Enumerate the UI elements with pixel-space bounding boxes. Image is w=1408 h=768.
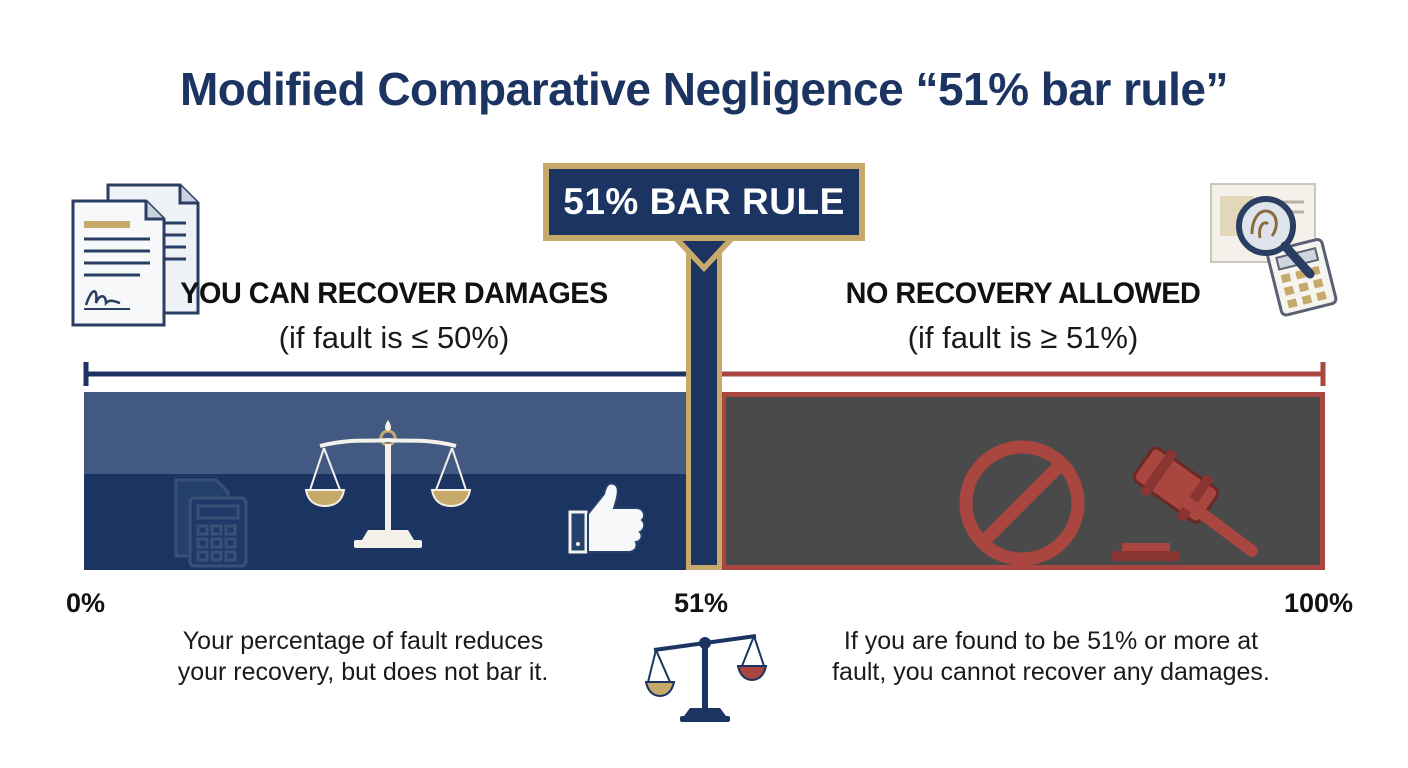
badge-pointer xyxy=(668,234,740,272)
tilted-scales-icon xyxy=(644,634,768,722)
right-condition: (if fault is ≥ 51%) xyxy=(907,320,1139,355)
left-note-line-1: Your percentage of fault reduces xyxy=(182,627,544,655)
prohibited-icon xyxy=(959,440,1085,566)
page-title: Modified Comparative Negligence “51% bar… xyxy=(179,63,1229,115)
right-note-line-1: If you are found to be 51% or more at xyxy=(843,627,1259,655)
thumbs-up-icon xyxy=(568,482,646,554)
scale-start-label: 0% xyxy=(66,588,106,618)
calculator-icon xyxy=(174,478,248,568)
left-note-line-2: your recovery, but does not bar it. xyxy=(177,658,549,686)
threshold-pole xyxy=(686,250,722,570)
left-note: Your percentage of fault reduces your re… xyxy=(130,626,596,688)
left-heading: YOU CAN RECOVER DAMAGES xyxy=(180,277,608,310)
right-note: If you are found to be 51% or more at fa… xyxy=(790,626,1312,688)
documents-icon xyxy=(71,183,200,327)
scale-threshold-label: 51% xyxy=(674,588,729,618)
scales-of-justice-icon xyxy=(304,420,472,548)
recovery-zone xyxy=(84,392,688,570)
gavel-icon xyxy=(1112,446,1258,561)
bar-rule-badge: 51% BAR RULE xyxy=(543,163,865,241)
right-heading: NO RECOVERY ALLOWED xyxy=(845,277,1201,310)
magnifier-documents-icon xyxy=(1210,183,1338,317)
scale-end-label: 100% xyxy=(1284,588,1354,618)
right-note-line-2: fault, you cannot recover any damages. xyxy=(832,658,1270,686)
no-recovery-zone xyxy=(721,392,1325,570)
left-condition: (if fault is ≤ 50%) xyxy=(278,320,510,355)
